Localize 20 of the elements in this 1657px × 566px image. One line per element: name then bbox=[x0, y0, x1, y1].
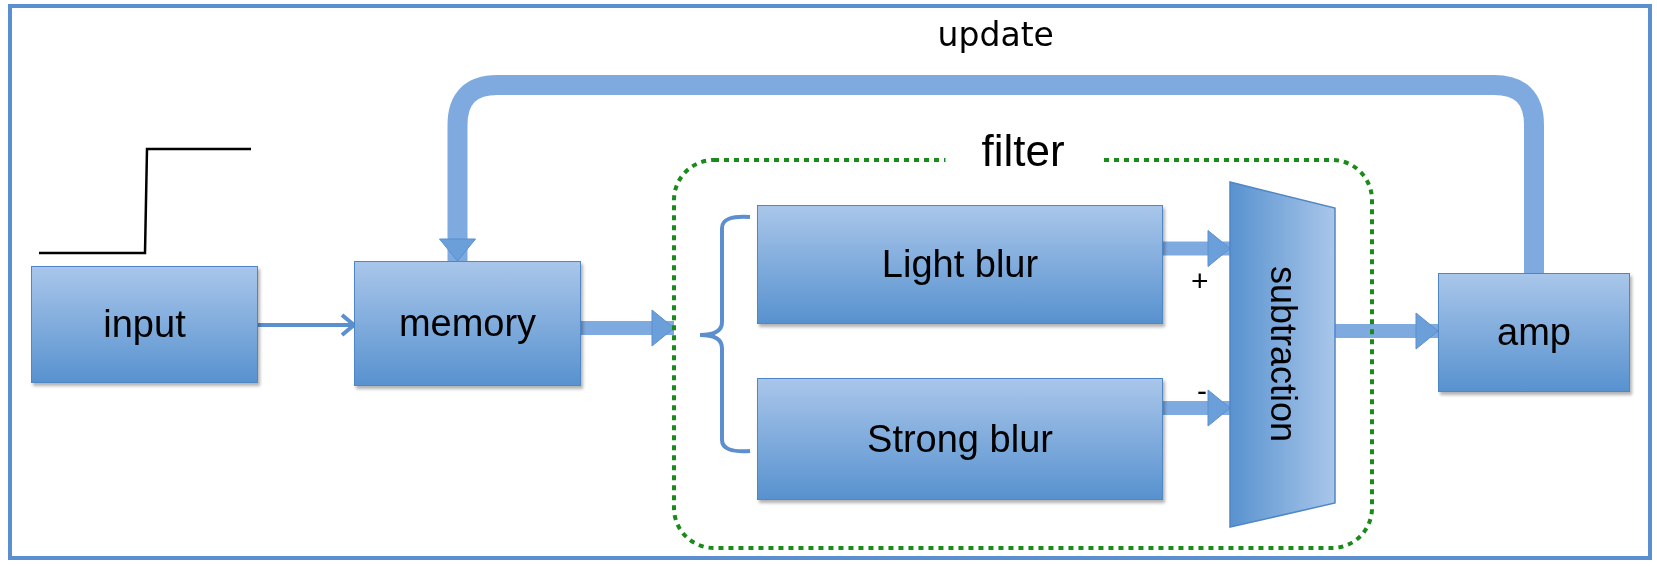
sign-label: + bbox=[1191, 266, 1209, 296]
block-arrow bbox=[1163, 389, 1231, 427]
sign-label: - bbox=[1197, 376, 1207, 406]
node-label: Light blur bbox=[881, 243, 1039, 286]
arrow bbox=[258, 313, 356, 337]
process-box bbox=[354, 261, 581, 386]
block-arrow bbox=[1163, 230, 1231, 267]
node-label: subtraction bbox=[1261, 266, 1304, 443]
block-arrow bbox=[581, 309, 675, 347]
process-box bbox=[31, 266, 258, 383]
block-arrow bbox=[1335, 312, 1439, 350]
node-label: amp bbox=[1497, 311, 1571, 354]
process-box bbox=[757, 378, 1163, 500]
process-box bbox=[1438, 273, 1630, 392]
process-box bbox=[757, 205, 1163, 324]
node-label: memory bbox=[398, 302, 537, 345]
node-label: input bbox=[103, 303, 186, 346]
node-label: Strong blur bbox=[867, 417, 1053, 461]
trapezoid-block bbox=[1230, 182, 1335, 527]
block-arrow bbox=[439, 75, 1544, 273]
